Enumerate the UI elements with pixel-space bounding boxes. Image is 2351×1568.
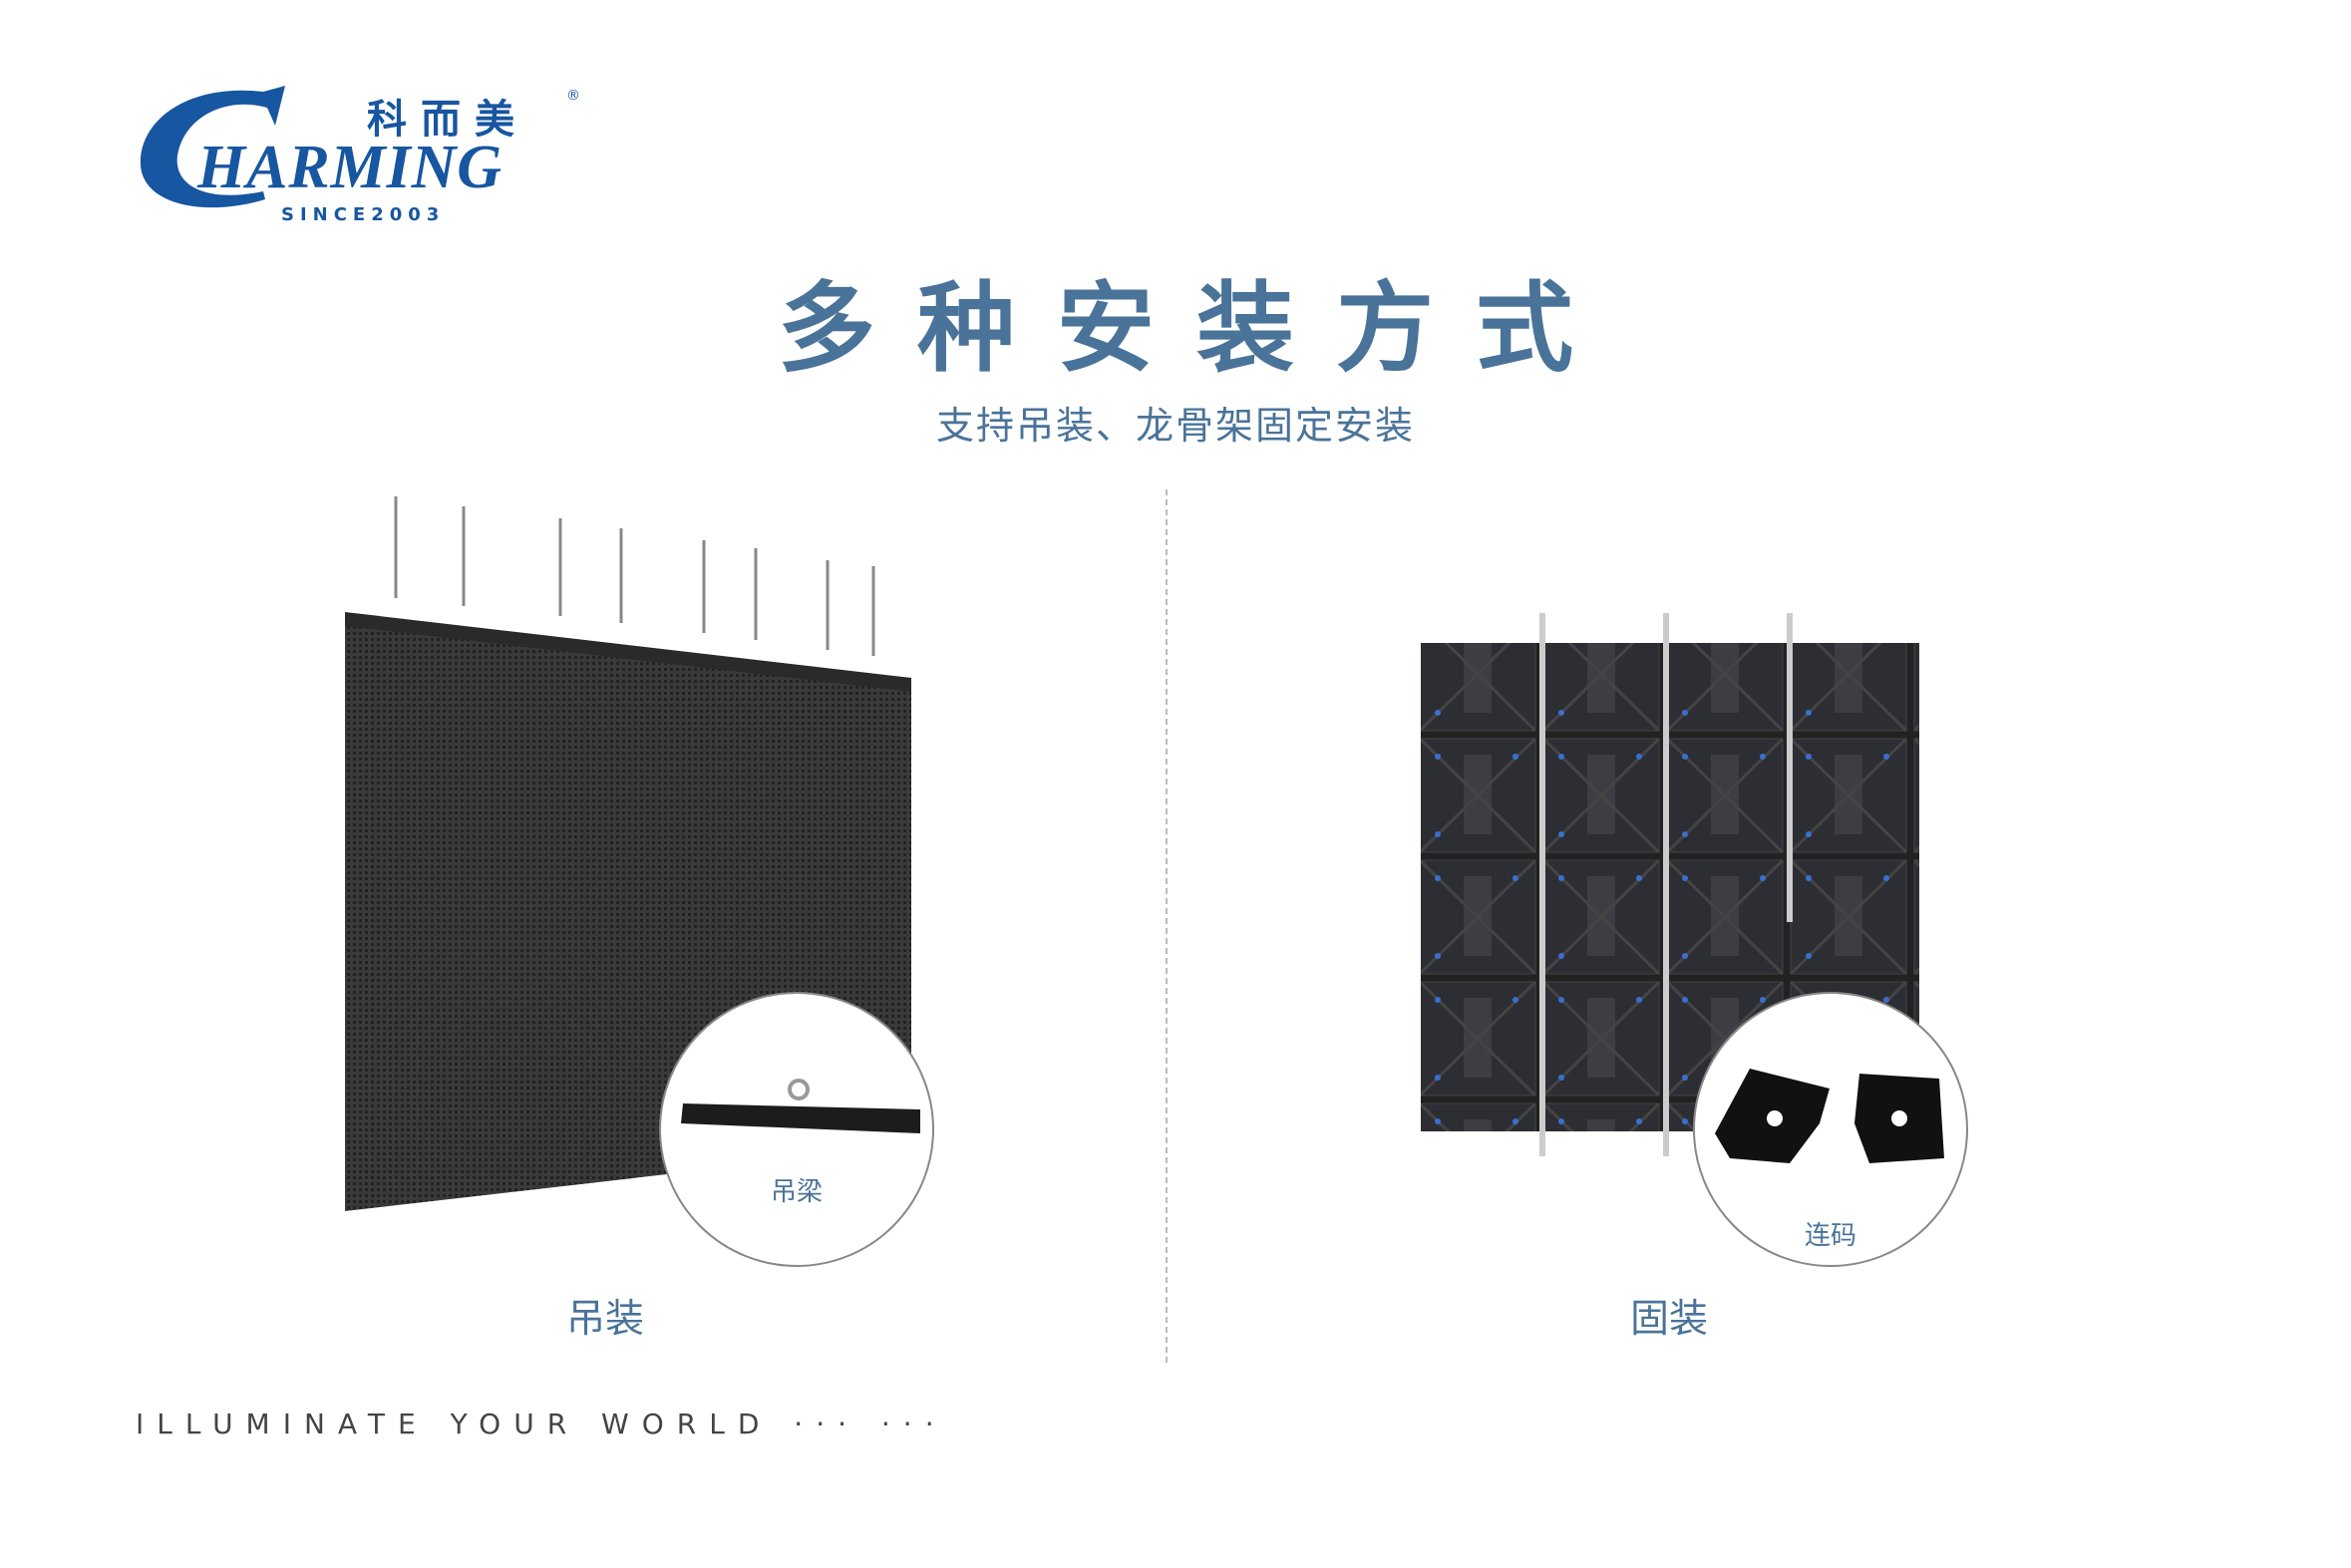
divider (1166, 489, 1168, 1363)
page-subtitle: 支持吊装、龙骨架固定安装 (935, 404, 1415, 448)
svg-text:SINCE2003: SINCE2003 (281, 204, 445, 225)
hanging-beam-detail: 吊梁 (659, 992, 934, 1267)
hanging-beam-label: 吊梁 (770, 1177, 823, 1207)
page-title: 多种安装方式 (777, 272, 1615, 386)
connector-plate-detail: 连码 (1693, 992, 1968, 1267)
svg-text:HARMING: HARMING (196, 134, 502, 201)
svg-text:科而美: 科而美 (367, 97, 528, 143)
fixed-install-label: 固装 (1629, 1297, 1709, 1342)
tagline: ILLUMINATE YOUR WORLD ··· ··· (136, 1408, 947, 1440)
hanging-install-label: 吊装 (565, 1297, 645, 1342)
connector-plate-icon (1715, 1069, 1944, 1163)
hanging-beam-icon (681, 1079, 920, 1133)
charming-logo: HARMING 科而美 ® SINCE2003 (140, 86, 580, 225)
logo-c-mark (140, 86, 285, 208)
svg-text:®: ® (566, 88, 580, 104)
connector-plate-label: 连码 (1804, 1221, 1856, 1251)
